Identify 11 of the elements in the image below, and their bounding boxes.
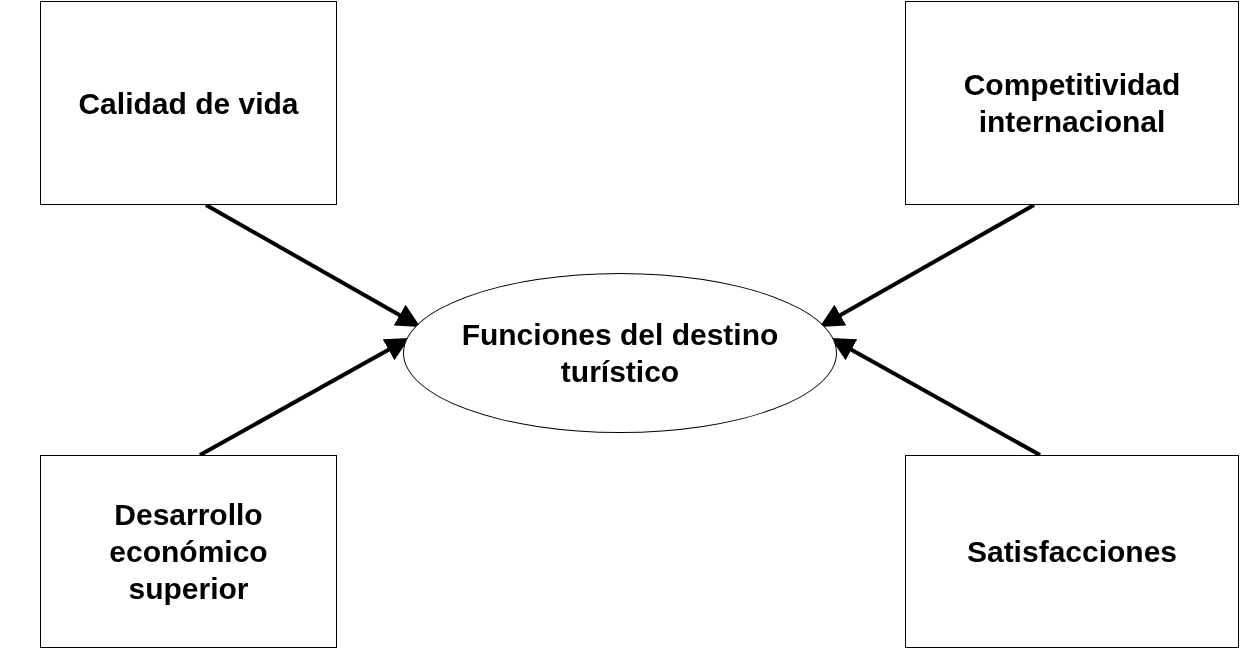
node-label: Competitividad internacional bbox=[962, 67, 1182, 140]
node-label: Calidad de vida bbox=[77, 85, 300, 122]
arrow bbox=[819, 203, 1035, 327]
box-node bbox=[905, 1, 1239, 205]
node-label: Funciones del destino turístico bbox=[460, 317, 780, 390]
box-node bbox=[40, 1, 337, 205]
box-node bbox=[40, 455, 337, 648]
arrow bbox=[205, 203, 421, 327]
box-node bbox=[905, 455, 1239, 648]
node-label: Satisfacciones bbox=[965, 534, 1179, 570]
node-label: Desarrollo económico superior bbox=[108, 497, 269, 607]
